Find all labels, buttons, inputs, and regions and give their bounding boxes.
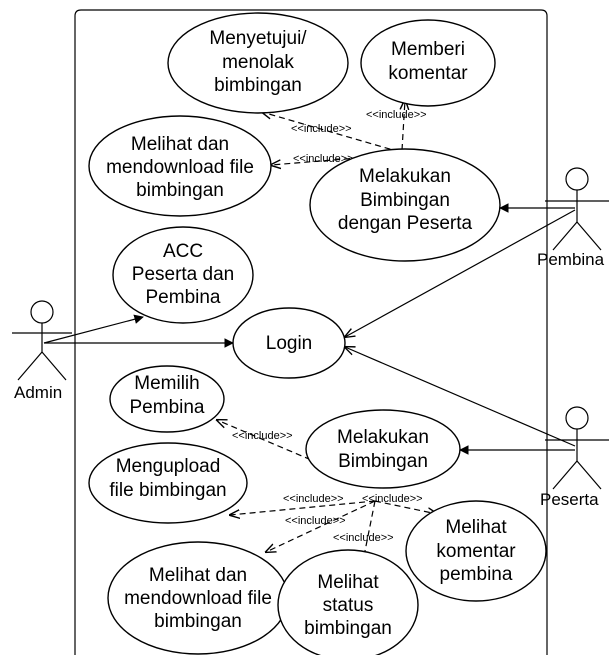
usecase-label-line: Melihat dan [131,134,229,155]
usecase-label-line: Melihat [317,572,379,593]
include-label-melihat-status: <<include>> [333,532,394,544]
usecase-label-line: Bimbingan [360,190,450,211]
usecase-bimbingan-dengan-peserta: Melakukan Bimbingan dengan Peserta [309,148,501,262]
usecase-label-line: bimbingan [214,75,302,96]
usecase-label-line: mendownload file [124,588,272,609]
usecase-melihat-komentar-pembina: Melihat komentar pembina [405,500,547,602]
usecase-label-line: Melihat [445,517,507,538]
include-melihat-download-peserta [266,500,376,552]
usecase-label-line: status [323,595,374,616]
include-label-memilih-pembina: <<include>> [232,430,293,442]
usecase-label-line: file bimbingan [109,480,226,501]
actor-icon [545,167,609,251]
usecase-label-line: Pembina [146,287,221,308]
usecase-label-line: ACC [163,241,203,262]
usecase-label-line: Melakukan [337,427,429,448]
usecase-label-line: Mengupload [116,456,221,477]
usecase-melihat-download-file-pembina: Melihat dan mendownload file bimbingan [88,115,272,217]
usecase-menyetujui-menolak-bimbingan: Menyetujui/ menolak bimbingan [167,12,349,114]
usecase-label-line: Bimbingan [338,451,428,472]
usecase-label-line: mendownload file [106,157,254,178]
actor-pembina: Pembina [537,167,609,269]
actor-icon [12,300,72,381]
usecase-memilih-pembina: Memilih Pembina [109,365,225,433]
usecase-label-line: bimbingan [154,611,242,632]
usecase-melihat-download-file-peserta: Melihat dan mendownload file bimbingan [107,541,289,655]
include-melihat-download-pembina [271,156,371,165]
usecase-label-line: Login [266,333,313,354]
include-mengupload [230,500,376,515]
usecase-label-line: Melihat dan [149,565,247,586]
usecase-label-line: Melakukan [359,166,451,187]
include-menyetujui [262,112,401,153]
usecase-label-line: Peserta dan [132,264,234,285]
assoc-admin-acc [43,314,144,344]
include-label-melihat-download-pembina: <<include>> [293,153,354,165]
assoc-pembina-login [345,209,576,337]
actor-label-pembina: Pembina [537,250,605,269]
usecase-label-line: pembina [440,564,513,585]
actor-peserta: Peserta [540,406,609,509]
usecase-label-line: Memilih [134,373,199,394]
include-label-melihat-komentar: <<include>> [362,493,423,505]
usecase-label-line: dengan Peserta [338,213,473,234]
usecase-memberi-komentar: Memberi komentar [360,19,496,107]
usecase-label-line: komentar [436,541,516,562]
usecase-acc-peserta-pembina: ACC Peserta dan Pembina [112,226,254,324]
usecase-label-line: Menyetujui/ [209,28,307,49]
include-melihat-komentar [374,500,437,514]
usecase-melakukan-bimbingan: Melakukan Bimbingan [305,409,461,489]
usecase-label-line: bimbingan [136,180,224,201]
actor-admin: Admin [12,300,72,402]
actor-label-peserta: Peserta [540,490,599,509]
usecase-label-line: komentar [388,63,468,84]
include-memilih-pembina [217,420,376,488]
usecase-mengupload-file-bimbingan: Mengupload file bimbingan [88,442,248,524]
usecase-label-line: Pembina [130,397,205,418]
usecase-login: Login [232,307,346,379]
include-label-menyetujui: <<include>> [291,123,352,135]
include-label-mengupload: <<include>> [283,493,344,505]
usecase-melihat-status-bimbingan: Melihat status bimbingan [277,549,419,655]
usecase-label-line: bimbingan [304,618,392,639]
assoc-peserta-login [345,347,576,447]
actor-label-admin: Admin [14,383,62,402]
actor-icon [545,406,609,490]
include-label-memberi-komentar: <<include>> [366,109,427,121]
include-label-melihat-download-peserta: <<include>> [285,515,346,527]
include-memberi-komentar [402,100,405,151]
usecase-label-line: menolak [222,52,294,73]
usecase-label-line: Memberi [391,39,465,60]
